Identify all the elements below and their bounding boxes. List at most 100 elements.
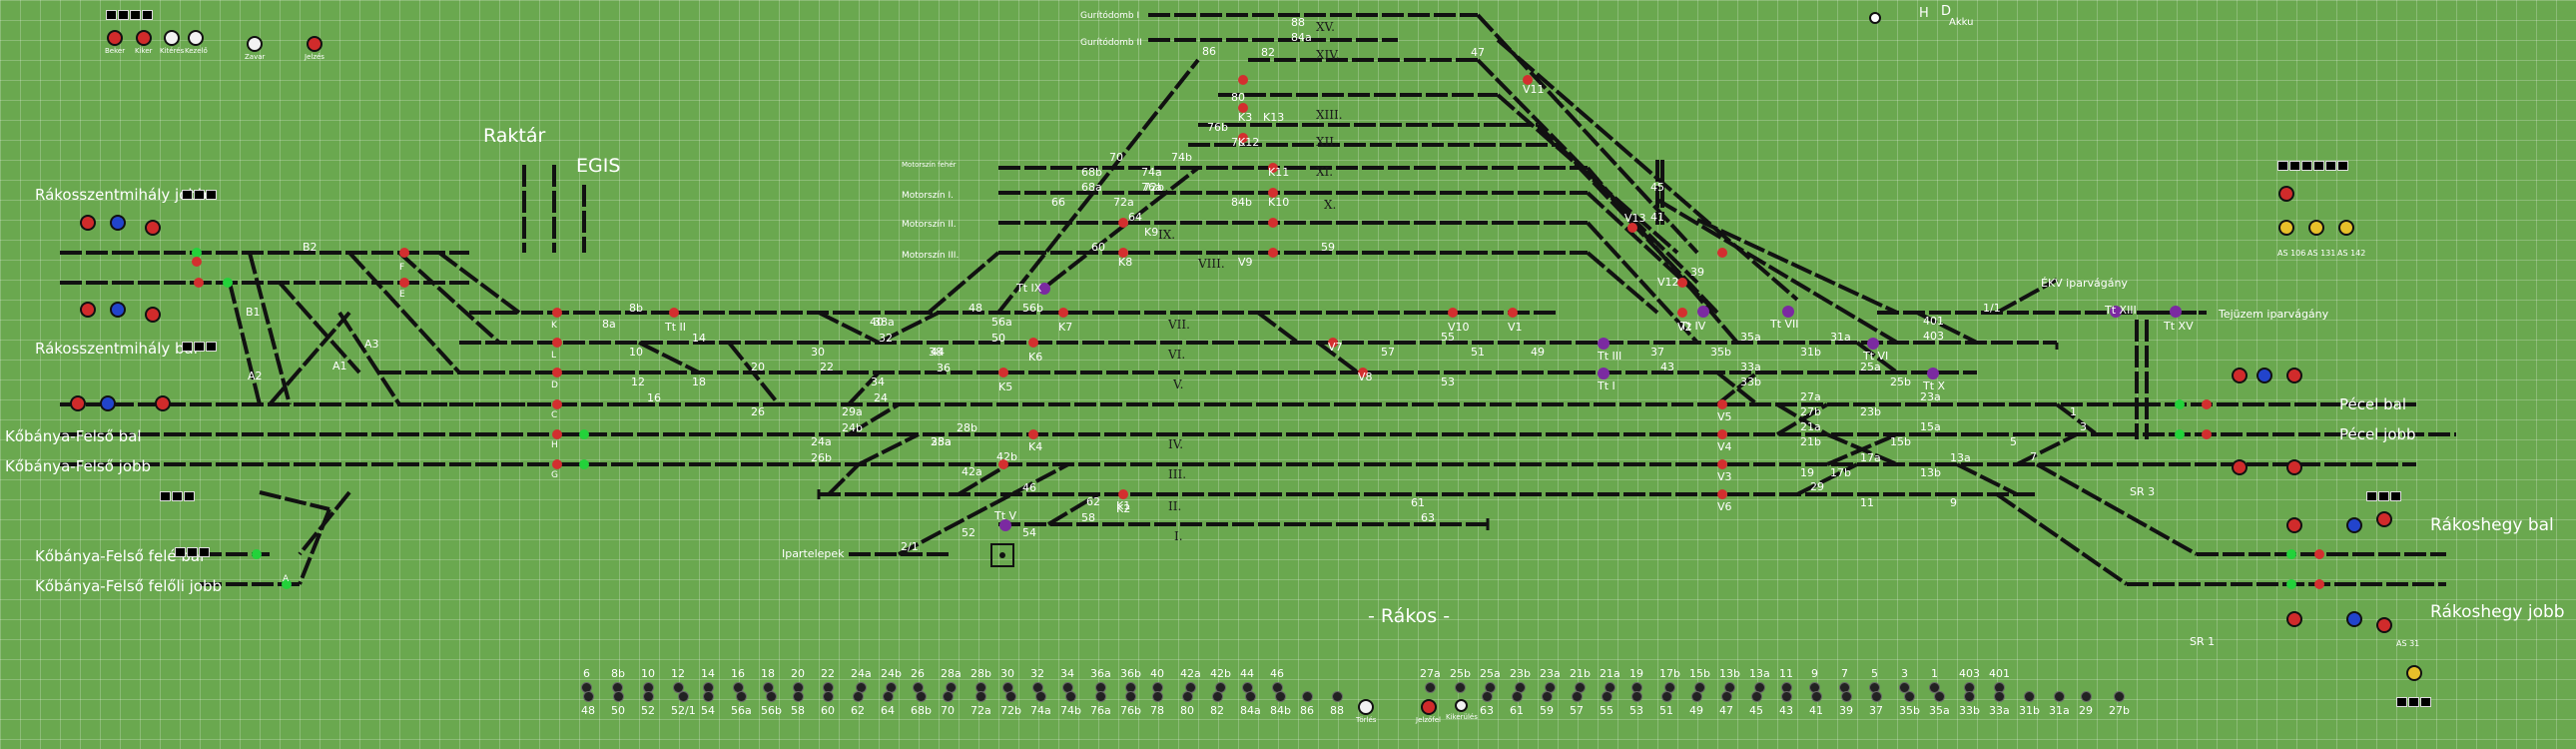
- switch-label[interactable]: 25a: [1860, 361, 1881, 374]
- signal-light[interactable]: [1523, 75, 1533, 85]
- btn-mark-1[interactable]: Beker: [105, 30, 125, 55]
- signal-light[interactable]: [2110, 306, 2122, 318]
- signal-light[interactable]: [1717, 399, 1727, 409]
- route-button-dot-icon[interactable]: [1660, 691, 1672, 702]
- btn-pecel-4[interactable]: [2232, 459, 2248, 475]
- signal-light[interactable]: [552, 368, 562, 377]
- switch-label[interactable]: 3: [2080, 420, 2087, 433]
- btn-rh-2[interactable]: [2346, 517, 2362, 533]
- route-button[interactable]: 13b: [1719, 667, 1740, 695]
- switch-label[interactable]: 38a: [874, 316, 895, 329]
- top-indicator-icon[interactable]: [1869, 12, 1881, 24]
- btn-as106[interactable]: [2278, 186, 2294, 202]
- switch-label[interactable]: 52: [962, 526, 975, 539]
- btn-rsz-bal-1[interactable]: [80, 302, 96, 318]
- signal-light[interactable]: [552, 399, 562, 409]
- switch-label[interactable]: 70: [1109, 151, 1123, 164]
- btn-rsz-jobb-3[interactable]: [145, 220, 161, 236]
- switch-label[interactable]: 15b: [1890, 435, 1911, 448]
- switch-label[interactable]: 11: [1860, 496, 1874, 509]
- btn-pecel-2[interactable]: [2256, 368, 2272, 383]
- signal-light[interactable]: [1677, 308, 1687, 318]
- btn-mark-6[interactable]: Jelzés: [305, 36, 324, 61]
- switch-label[interactable]: 12: [631, 375, 645, 388]
- route-button-dot-icon[interactable]: [1124, 691, 1136, 702]
- switch-label[interactable]: 25b: [1890, 375, 1911, 388]
- signal-light[interactable]: [1238, 103, 1248, 113]
- signal-light[interactable]: [579, 429, 589, 439]
- route-button[interactable]: 63: [1480, 689, 1494, 717]
- route-button[interactable]: 74a: [1030, 689, 1051, 717]
- switch-label[interactable]: 22: [820, 361, 834, 374]
- route-button[interactable]: 14: [701, 667, 715, 695]
- route-button[interactable]: 72b: [1000, 689, 1021, 717]
- switch-label[interactable]: 26: [751, 405, 765, 418]
- route-button-dot-icon[interactable]: [852, 691, 864, 702]
- switch-label[interactable]: 62: [1086, 495, 1100, 508]
- route-button-dot-icon[interactable]: [1331, 691, 1343, 702]
- switch-label[interactable]: 86: [1202, 45, 1216, 58]
- switch-label[interactable]: 5: [2010, 435, 2017, 448]
- switch-label[interactable]: 16: [647, 391, 661, 404]
- switch-label[interactable]: 18: [692, 375, 706, 388]
- switch-label[interactable]: 68b: [1081, 166, 1102, 179]
- switch-label[interactable]: 30: [811, 346, 825, 359]
- switch-label[interactable]: 7: [2030, 450, 2037, 463]
- route-button-dot-icon[interactable]: [792, 691, 804, 702]
- route-button-dot-icon[interactable]: [1181, 691, 1193, 702]
- route-button-dot-icon[interactable]: [974, 691, 986, 702]
- signal-light[interactable]: [1118, 489, 1128, 499]
- switch-label[interactable]: 38: [929, 346, 943, 359]
- switch-label[interactable]: 31a: [1830, 331, 1851, 344]
- switch-label[interactable]: 46: [1022, 481, 1036, 494]
- signal-light[interactable]: [2175, 399, 2185, 409]
- switch-label[interactable]: 68a: [1081, 181, 1102, 194]
- signal-light[interactable]: [2314, 549, 2324, 559]
- route-button-dot-icon[interactable]: [1993, 691, 2005, 702]
- signal-light[interactable]: [282, 579, 292, 589]
- btn-rh-5[interactable]: [2346, 611, 2362, 627]
- switch-label[interactable]: 61: [1411, 496, 1425, 509]
- switch-label[interactable]: 19: [1800, 466, 1814, 479]
- route-button-dot-icon[interactable]: [1211, 691, 1223, 702]
- signal-light[interactable]: [1268, 163, 1278, 173]
- route-button-dot-icon[interactable]: [1903, 691, 1915, 702]
- signal-light[interactable]: [252, 549, 262, 559]
- route-button-dot-icon[interactable]: [1571, 691, 1583, 702]
- btn-as106b[interactable]: [2278, 220, 2294, 236]
- signal-light[interactable]: [194, 278, 204, 288]
- switch-label[interactable]: 8a: [602, 318, 616, 331]
- route-button-dot-icon[interactable]: [1511, 691, 1523, 702]
- signal-light[interactable]: [2170, 306, 2182, 318]
- signal-light[interactable]: [1358, 368, 1368, 377]
- btn-mark-2[interactable]: Kiker: [135, 30, 153, 55]
- switch-label[interactable]: 76a: [1141, 181, 1162, 194]
- route-button-dot-icon[interactable]: [2053, 691, 2065, 702]
- switch-label[interactable]: 21b: [1800, 435, 1821, 448]
- switch-label[interactable]: 63: [1421, 511, 1435, 524]
- route-button-dot-icon[interactable]: [1810, 691, 1822, 702]
- route-button-dot-icon[interactable]: [1720, 691, 1732, 702]
- signal-light[interactable]: [2175, 429, 2185, 439]
- btn-rsz-bal-2[interactable]: [110, 302, 126, 318]
- btn-mark-4[interactable]: Kezelő: [185, 30, 208, 55]
- btn-rsz-jobb-1[interactable]: [80, 215, 96, 231]
- signal-light[interactable]: [223, 278, 233, 288]
- route-button[interactable]: 403: [1959, 667, 1980, 695]
- route-button[interactable]: 22: [821, 667, 835, 695]
- route-button[interactable]: 50: [611, 689, 625, 717]
- route-button-dot-icon[interactable]: [1034, 691, 1046, 702]
- switch-label[interactable]: 24b: [842, 421, 863, 434]
- signal-light[interactable]: [552, 338, 562, 348]
- route-button[interactable]: 35b: [1899, 689, 1920, 717]
- signal-light[interactable]: [998, 368, 1008, 377]
- switch-label[interactable]: 55: [1441, 331, 1455, 344]
- route-button-dot-icon[interactable]: [1151, 691, 1163, 702]
- route-button[interactable]: 41: [1809, 689, 1823, 717]
- switch-label[interactable]: 41: [1650, 211, 1664, 224]
- switch-label[interactable]: 28b: [957, 421, 977, 434]
- switch-label[interactable]: 23a: [1920, 390, 1941, 403]
- route-button-dot-icon[interactable]: [2080, 691, 2092, 702]
- btn-mark-5[interactable]: Zavar: [245, 36, 265, 61]
- switch-label[interactable]: 17b: [1830, 466, 1851, 479]
